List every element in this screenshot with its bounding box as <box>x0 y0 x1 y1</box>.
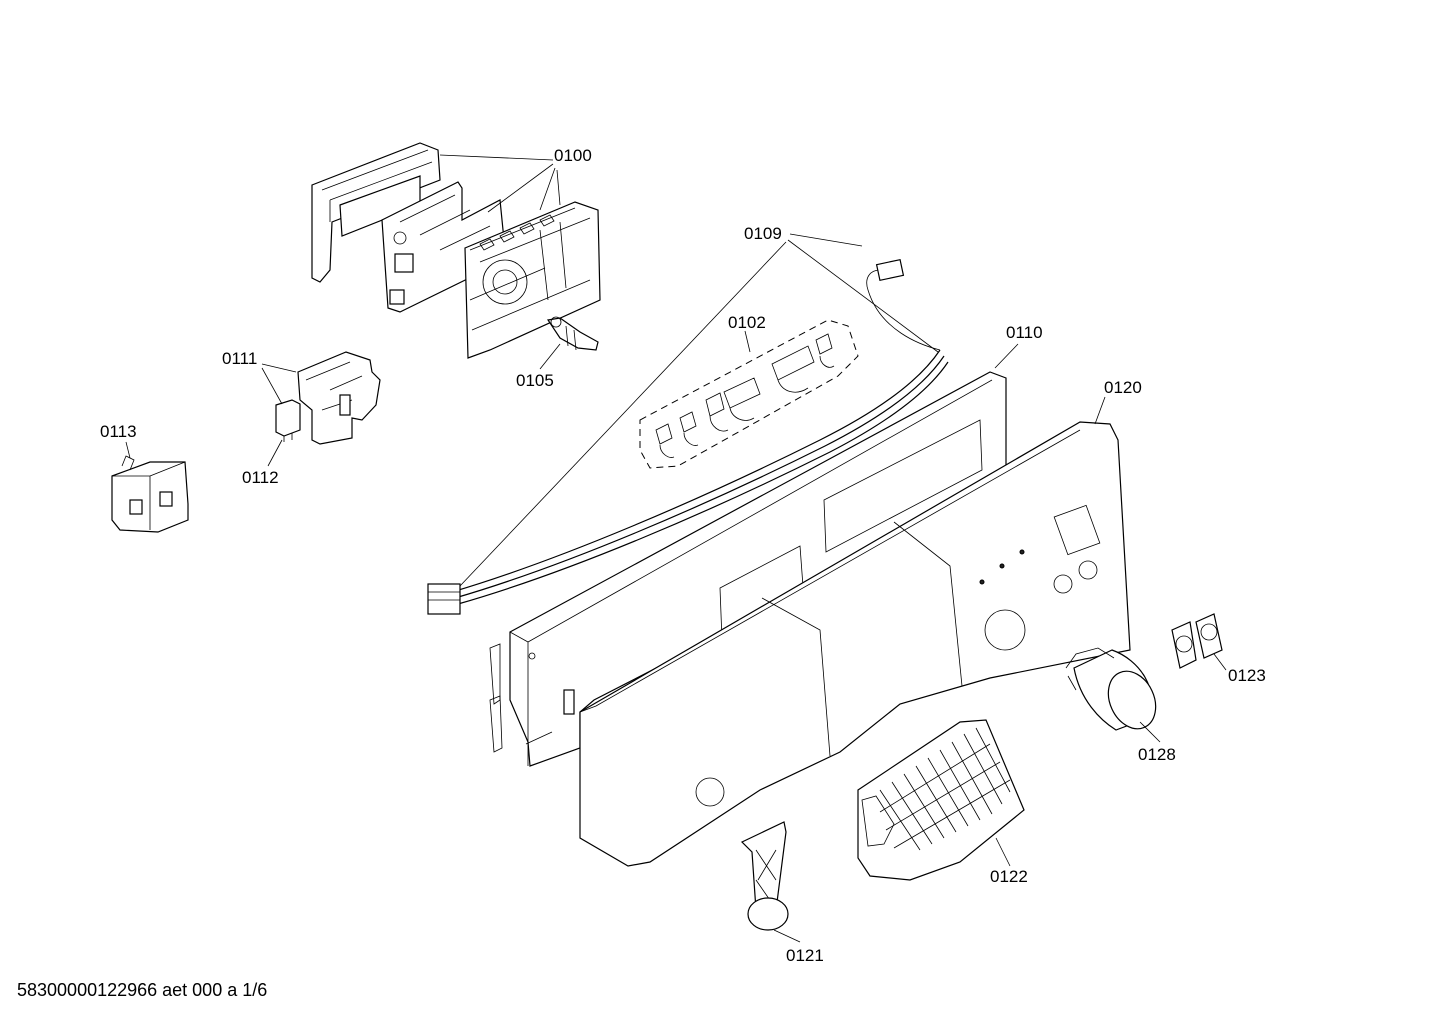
label-0113: 0113 <box>100 422 137 441</box>
label-0122: 0122 <box>990 867 1028 886</box>
part-0100-control-module <box>311 142 601 359</box>
part-0111-relay <box>297 351 381 445</box>
label-0128: 0128 <box>1138 745 1176 764</box>
label-0100: 0100 <box>554 146 592 165</box>
label-0102: 0102 <box>728 313 766 332</box>
label-0112: 0112 <box>242 468 279 487</box>
label-0120: 0120 <box>1104 378 1142 397</box>
part-0120-fascia <box>579 421 1131 867</box>
label-0110: 0110 <box>1006 323 1043 342</box>
label-0123: 0123 <box>1228 666 1266 685</box>
part-0102-connector-set <box>639 319 859 469</box>
label-0109: 0109 <box>744 224 782 243</box>
part-0105-sensor <box>546 316 599 351</box>
label-0105: 0105 <box>516 371 554 390</box>
part-0123-buttons <box>1171 613 1223 669</box>
part-labels: 0100 0109 0102 0110 0111 0105 0120 0113 … <box>100 146 1266 965</box>
part-0121-lever <box>740 821 789 931</box>
leader-lines <box>125 154 1227 943</box>
drawing-reference-footer: 58300000122966 aet 000 a 1/6 <box>17 980 268 1000</box>
label-0121: 0121 <box>786 946 824 965</box>
part-0113-switch <box>111 455 189 533</box>
part-0122-drawer-insert <box>857 719 1025 881</box>
part-0128-knob <box>1065 647 1157 731</box>
part-0109-wiring-harness <box>427 258 949 615</box>
part-0112-capacitor <box>275 399 301 442</box>
label-0111: 0111 <box>222 349 257 368</box>
